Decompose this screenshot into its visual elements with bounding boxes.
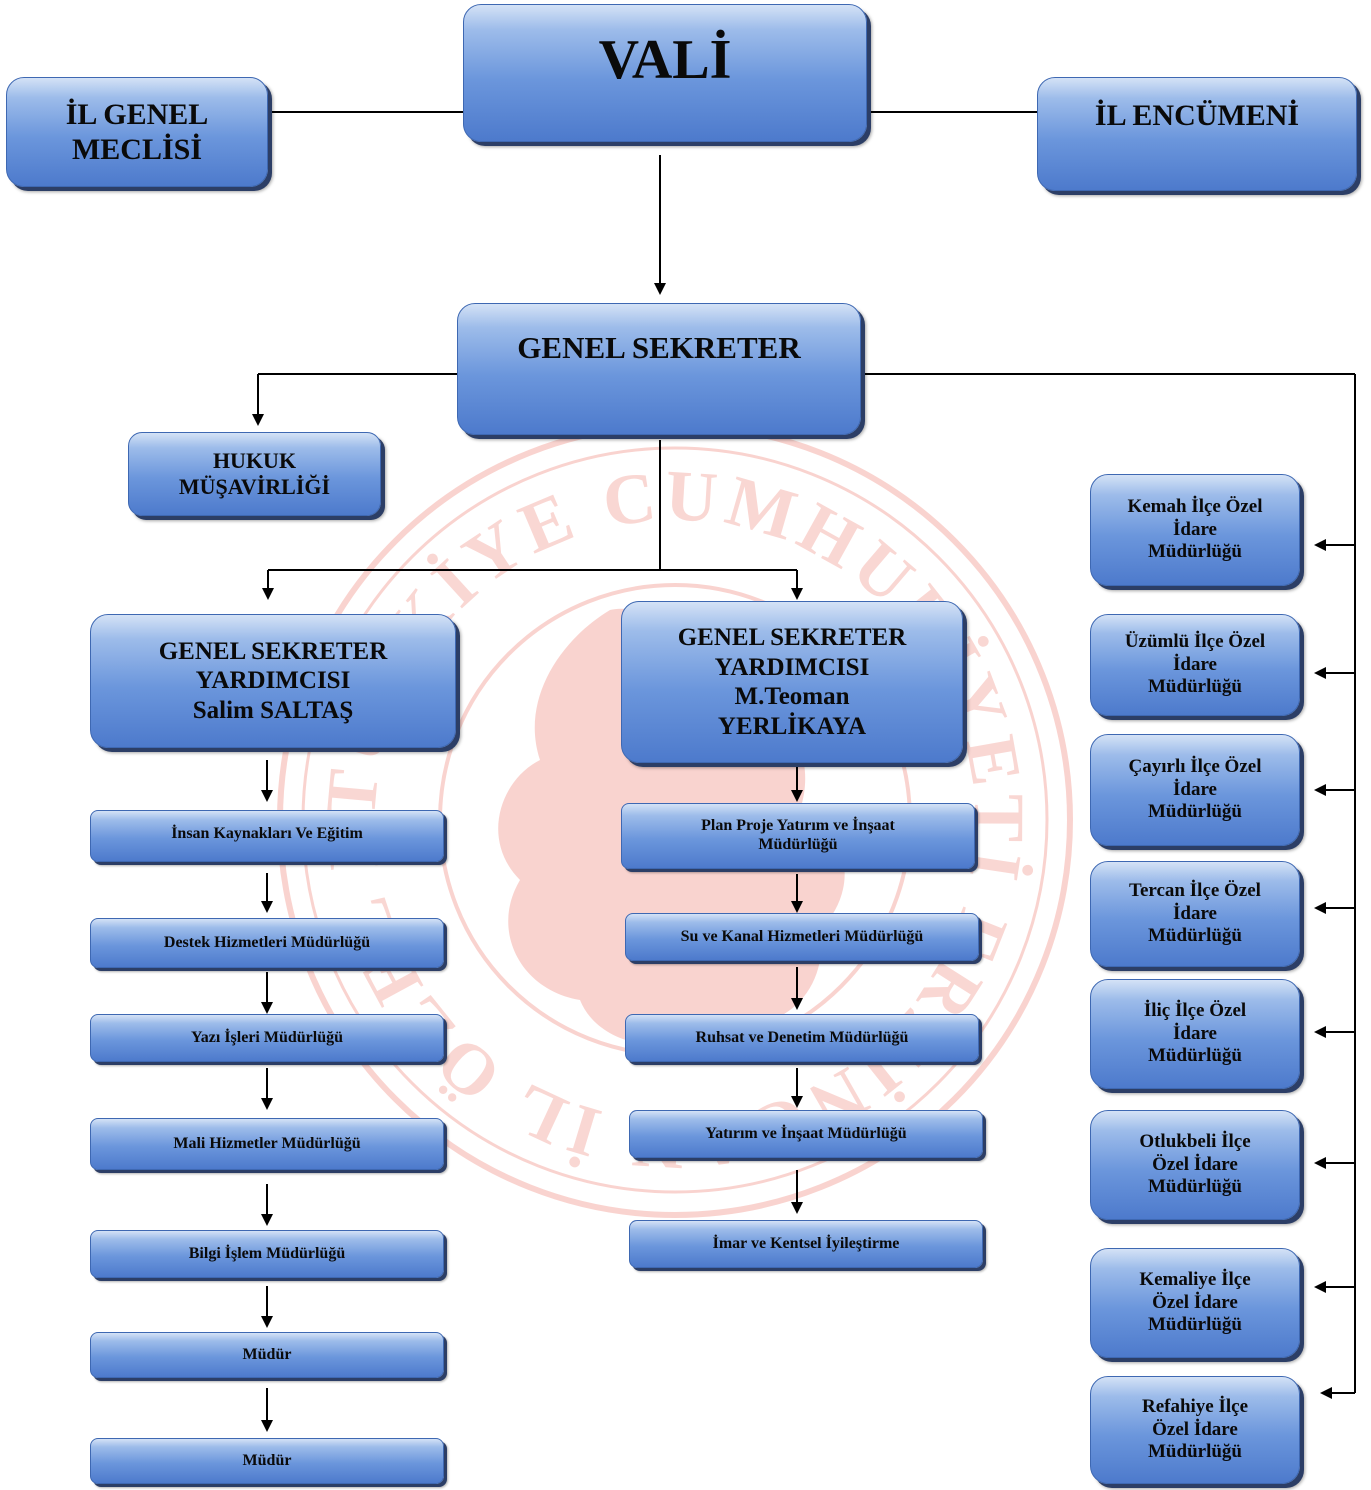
middle-item-box: İmar ve Kentsel İyileştirme (629, 1220, 983, 1268)
left-item-box: Müdür (90, 1438, 444, 1484)
left-item-label: İnsan Kaynakları Ve Eğitim (171, 825, 363, 842)
district-box-otlukbeli: Otlukbeli İlçe Özel İdare Müdürlüğü (1090, 1110, 1300, 1220)
il-encumeni-label: İL ENCÜMENİ (1094, 99, 1300, 132)
district-box-uzumlu: Üzümlü İlçe Özel İdare Müdürlüğü (1090, 614, 1300, 716)
district-box-kemaliye: Kemaliye İlçe Özel İdare Müdürlüğü (1090, 1248, 1300, 1358)
middle-item-label: İmar ve Kentsel İyileştirme (712, 1234, 900, 1252)
left-item-label: Destek Hizmetleri Müdürlüğü (163, 933, 371, 951)
district-box-kemah: Kemah İlçe Özel İdare Müdürlüğü (1090, 474, 1300, 586)
district-label: Refahiye İlçe Özel İdare Müdürlüğü (1141, 1396, 1249, 1463)
left-item-box: İnsan Kaynakları Ve Eğitim (90, 810, 444, 862)
district-box-refahiye: Refahiye İlçe Özel İdare Müdürlüğü (1090, 1376, 1300, 1484)
hukuk-musavirligi-box: HUKUK MÜŞAVİRLİĞİ (128, 432, 381, 516)
left-item-box: Mali Hizmetler Müdürlüğü (90, 1118, 444, 1170)
middle-item-label: Yatırım ve İnşaat Müdürlüğü (705, 1124, 907, 1142)
vali-label: VALİ (598, 29, 732, 91)
left-item-box: Yazı İşleri Müdürlüğü (90, 1014, 444, 1062)
genel-sekreter-label: GENEL SEKRETER (517, 330, 801, 365)
il-genel-meclisi-box: İL GENEL MECLİSİ (6, 77, 268, 187)
district-label: Çayırlı İlçe Özel İdare Müdürlüğü (1128, 756, 1262, 823)
middle-item-label: Plan Proje Yatırım ve İnşaat Müdürlüğü (701, 817, 895, 853)
vali-box: VALİ (463, 4, 867, 142)
district-label: Kemah İlçe Özel İdare Müdürlüğü (1127, 496, 1263, 563)
middle-item-label: Ruhsat ve Denetim Müdürlüğü (695, 1028, 909, 1046)
left-deputy-label: GENEL SEKRETER YARDIMCISI Salim SALTAŞ (158, 637, 388, 724)
district-label: Tercan İlçe Özel İdare Müdürlüğü (1129, 880, 1261, 947)
genel-sekreter-box: GENEL SEKRETER (457, 303, 861, 435)
district-box-ilic: İliç İlçe Özel İdare Müdürlüğü (1090, 979, 1300, 1089)
district-box-tercan: Tercan İlçe Özel İdare Müdürlüğü (1090, 861, 1300, 967)
district-label: Otlukbeli İlçe Özel İdare Müdürlüğü (1139, 1131, 1251, 1198)
left-item-box: Bilgi İşlem Müdürlüğü (90, 1230, 444, 1278)
middle-item-box: Ruhsat ve Denetim Müdürlüğü (625, 1014, 979, 1062)
il-encumeni-box: İL ENCÜMENİ (1037, 77, 1357, 191)
left-item-label: Müdür (242, 1345, 292, 1363)
middle-item-box: Yatırım ve İnşaat Müdürlüğü (629, 1110, 983, 1158)
district-box-cayirli: Çayırlı İlçe Özel İdare Müdürlüğü (1090, 734, 1300, 846)
district-label: Üzümlü İlçe Özel İdare Müdürlüğü (1124, 631, 1266, 698)
left-item-box: Müdür (90, 1332, 444, 1378)
district-label: Kemaliye İlçe Özel İdare Müdürlüğü (1139, 1269, 1251, 1336)
left-deputy-box: GENEL SEKRETER YARDIMCISI Salim SALTAŞ (90, 614, 456, 748)
left-item-label: Bilgi İşlem Müdürlüğü (188, 1244, 346, 1262)
left-item-label: Yazı İşleri Müdürlüğü (190, 1028, 343, 1046)
left-item-label: Mali Hizmetler Müdürlüğü (173, 1134, 361, 1152)
middle-item-box: Su ve Kanal Hizmetleri Müdürlüğü (625, 913, 979, 961)
left-item-label: Müdür (242, 1451, 292, 1469)
middle-item-box: Plan Proje Yatırım ve İnşaat Müdürlüğü (621, 803, 975, 869)
middle-deputy-box: GENEL SEKRETER YARDIMCISI M.Teoman YERLİ… (621, 601, 963, 763)
district-label: İliç İlçe Özel İdare Müdürlüğü (1143, 1000, 1247, 1067)
middle-deputy-label: GENEL SEKRETER YARDIMCISI M.Teoman YERLİ… (677, 624, 907, 740)
il-genel-meclisi-label: İL GENEL MECLİSİ (65, 97, 209, 166)
left-item-box: Destek Hizmetleri Müdürlüğü (90, 918, 444, 968)
middle-item-label: Su ve Kanal Hizmetleri Müdürlüğü (680, 927, 924, 945)
hukuk-musavirligi-label: HUKUK MÜŞAVİRLİĞİ (178, 448, 331, 499)
